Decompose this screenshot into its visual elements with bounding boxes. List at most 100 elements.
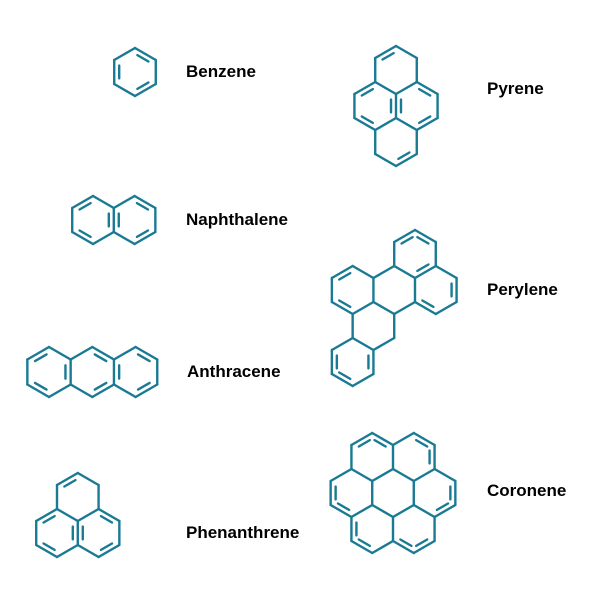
bond-line	[350, 431, 374, 447]
bond-line	[76, 543, 100, 559]
bond-line	[99, 542, 114, 552]
coronene-structure	[329, 431, 457, 555]
bond-line	[91, 383, 116, 399]
bond-line	[412, 503, 436, 519]
bond-line	[91, 230, 115, 246]
bond-line	[357, 538, 372, 548]
bond-line	[373, 438, 387, 448]
bond-line	[413, 264, 437, 280]
bond-line	[374, 80, 398, 96]
bond-line	[71, 230, 95, 246]
bond-line	[417, 115, 432, 125]
bond-line	[133, 230, 157, 246]
bond-line	[35, 543, 59, 559]
bond-line	[330, 264, 354, 280]
bond-line	[135, 229, 150, 239]
bond-line	[351, 300, 375, 316]
bond-line	[330, 300, 354, 316]
bond-line	[371, 467, 395, 483]
bond-line	[78, 229, 92, 239]
bond-line	[353, 116, 377, 132]
bond-line	[47, 345, 72, 361]
bond-line	[329, 503, 353, 519]
phenanthrene-label: Phenanthrene	[186, 523, 300, 542]
bond-line	[412, 431, 436, 447]
anthracene-label: Anthracene	[187, 362, 281, 381]
bond-line	[416, 235, 430, 245]
bond-line	[416, 263, 430, 273]
bond-line	[76, 471, 100, 487]
bond-line	[338, 299, 352, 309]
bond-line	[374, 152, 398, 168]
bond-line	[26, 345, 51, 361]
bond-line	[112, 194, 136, 210]
anthracene-structure	[26, 345, 159, 399]
bond-line	[55, 507, 79, 523]
bond-line	[372, 336, 396, 352]
bond-line	[399, 538, 413, 548]
bond-line	[413, 300, 437, 316]
bond-line	[33, 381, 48, 391]
bond-line	[372, 300, 396, 316]
bond-line	[338, 271, 352, 281]
bond-line	[434, 264, 458, 280]
bond-line	[71, 194, 95, 210]
naphthalene-structure	[71, 194, 157, 246]
bond-line	[113, 82, 137, 98]
bond-line	[136, 381, 151, 391]
bond-line	[415, 116, 439, 132]
bond-line	[136, 81, 150, 91]
bond-line	[394, 44, 418, 60]
bond-line	[55, 543, 79, 559]
bond-line	[397, 151, 411, 161]
bond-line	[351, 264, 375, 280]
bond-line	[374, 116, 398, 132]
bond-line	[350, 467, 374, 483]
perylene-structure	[330, 228, 458, 388]
bond-line	[353, 80, 377, 96]
bond-line	[391, 431, 415, 447]
bond-line	[434, 300, 458, 316]
bond-line	[33, 353, 48, 363]
bond-line	[42, 542, 56, 552]
bond-line	[135, 201, 150, 211]
bond-line	[433, 503, 457, 519]
bond-line	[357, 438, 372, 448]
bond-line	[330, 336, 354, 352]
bond-line	[350, 539, 374, 555]
bond-line	[113, 46, 137, 62]
bond-line	[391, 503, 415, 519]
bond-line	[351, 336, 375, 352]
bond-line	[421, 299, 435, 309]
bond-line	[97, 507, 121, 523]
bond-line	[136, 353, 151, 363]
bond-line	[47, 383, 72, 399]
bond-line	[371, 539, 395, 555]
bond-line	[381, 51, 395, 61]
bond-line	[76, 507, 100, 523]
bond-line	[91, 345, 116, 361]
bond-line	[93, 381, 108, 391]
bond-line	[133, 194, 157, 210]
bond-line	[391, 539, 415, 555]
bond-line	[417, 87, 432, 97]
bond-line	[69, 345, 94, 361]
coronene-label: Coronene	[487, 481, 567, 500]
bond-line	[329, 467, 353, 483]
bond-line	[42, 514, 56, 524]
bond-line	[93, 353, 108, 363]
bond-line	[112, 383, 137, 399]
bond-line	[412, 467, 436, 483]
bond-line	[400, 235, 414, 245]
bond-line	[350, 503, 374, 519]
naphthalene-label: Naphthalene	[186, 210, 289, 229]
bond-line	[133, 46, 157, 62]
bond-line	[393, 264, 417, 280]
bond-line	[351, 372, 375, 388]
bond-line	[393, 300, 417, 316]
bond-line	[35, 507, 59, 523]
bond-line	[112, 345, 137, 361]
bond-line	[26, 383, 51, 399]
benzene-label: Benzene	[186, 62, 256, 81]
